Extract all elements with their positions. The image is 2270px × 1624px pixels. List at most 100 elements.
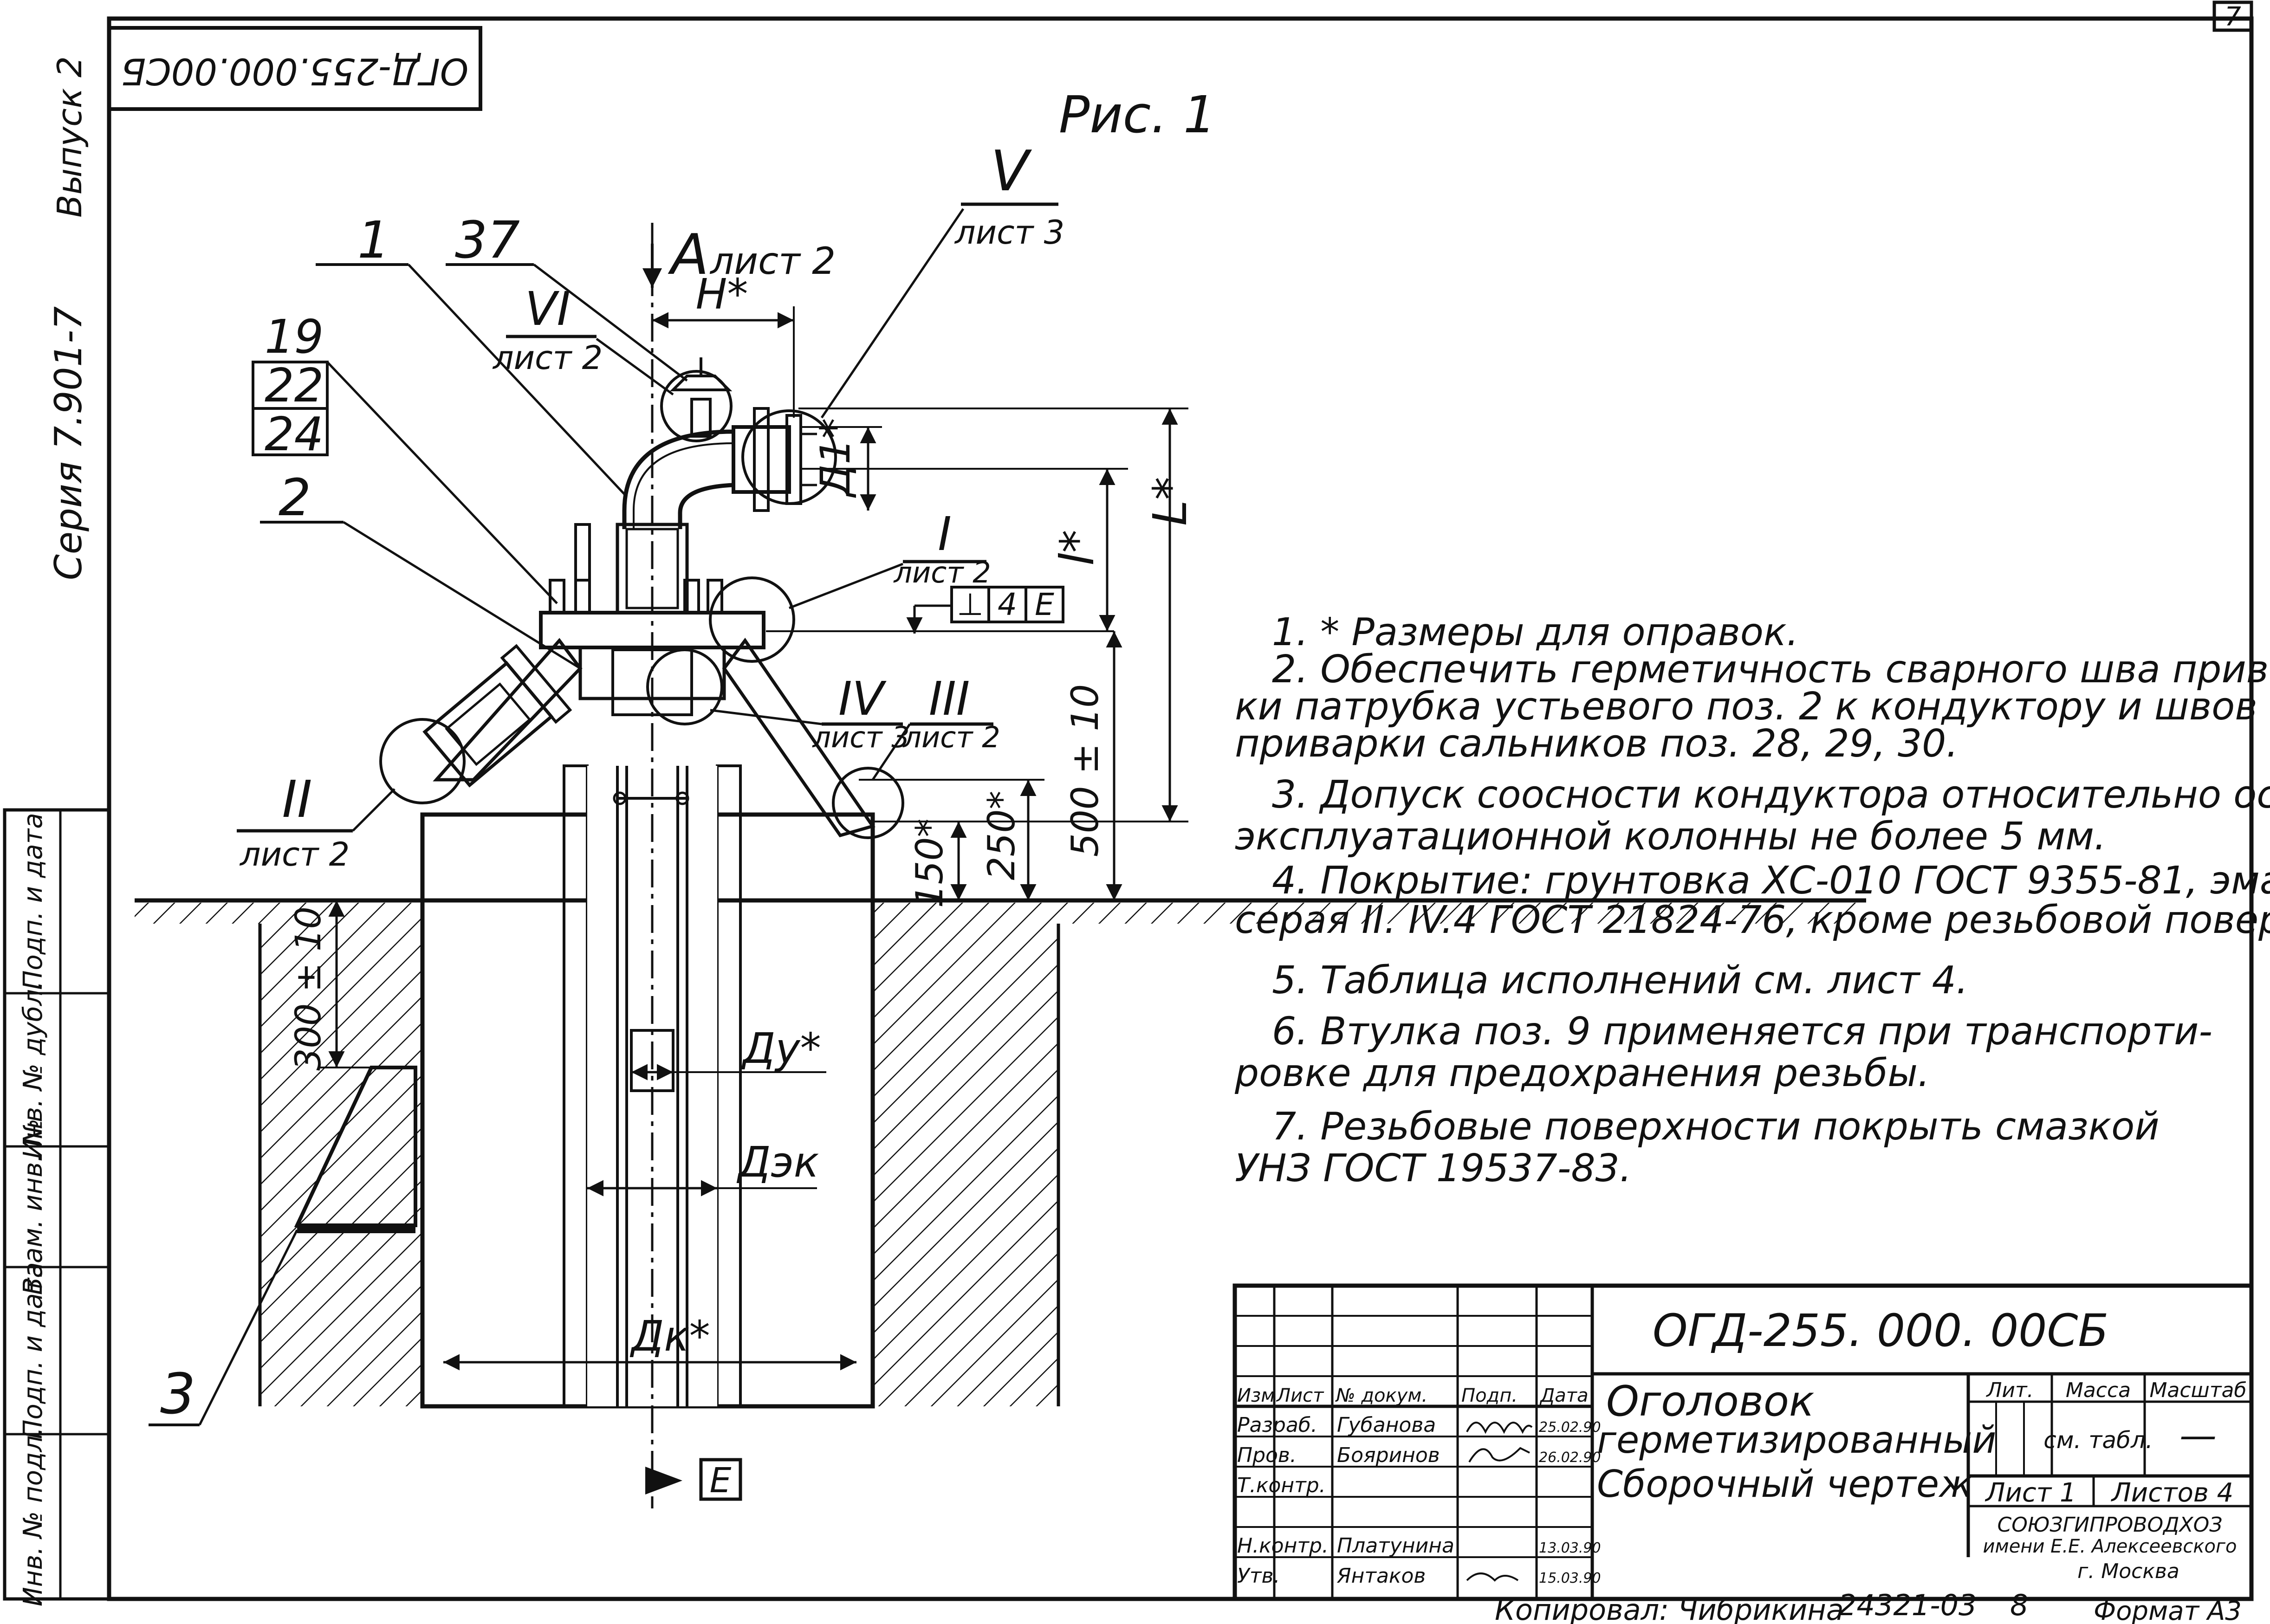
callout-pos-37: 37	[455, 210, 520, 270]
note-line-12: 7. Резьбовые поверхности покрыть смазкой	[1272, 1105, 2160, 1149]
note-line-13: УНЗ ГОСТ 19537-83.	[1235, 1146, 1632, 1191]
title-designation: ОГД-255. 000. 00СБ	[1653, 1305, 2108, 1357]
side-stamp-strip: Подп. и дата Инв. № дубл. Взам. инв. № П…	[3, 808, 111, 1606]
note-line-11: ровке для предохранения резьбы.	[1234, 1051, 1930, 1095]
sheet-no: Лист 1	[1985, 1478, 2076, 1508]
callout-pos-1: 1	[357, 210, 390, 270]
corner-code: ОГД-255.000.00СБ	[121, 50, 469, 92]
row-name-4: Платунина	[1337, 1534, 1454, 1558]
page-number: 8	[2010, 1588, 2028, 1622]
view-iii-roman: III	[929, 672, 970, 726]
title-line-2: герметизированный	[1597, 1418, 1996, 1462]
row-name-1: Губанова	[1337, 1413, 1436, 1437]
hdr-list: Лист	[1276, 1385, 1324, 1406]
dim-h: H*	[696, 270, 748, 319]
figure-label: Рис. 1	[1059, 85, 1216, 144]
org-line-1: СОЮЗГИПРОВОДХОЗ	[1998, 1513, 2223, 1537]
corner-code-box: ОГД-255.000.00СБ	[107, 26, 482, 111]
dim-d1: Д1*	[811, 418, 859, 498]
row-name-5: Янтаков	[1336, 1564, 1426, 1588]
archive-number: 24321-03	[1838, 1588, 1977, 1622]
row-date-5: 15.03.90	[1539, 1570, 1601, 1586]
view-ii-roman: II	[282, 770, 312, 829]
row-date-1: 25.02.90	[1539, 1419, 1601, 1436]
dim-500: 500 ± 10	[1064, 684, 1107, 857]
row-date-4: 13.03.90	[1539, 1540, 1601, 1556]
hdr-doc: № докум.	[1335, 1385, 1427, 1406]
scale-value: —	[2179, 1414, 2217, 1457]
tolerance-frame: ⊥ 4 Е	[766, 586, 1114, 634]
stamp-cell-4: Подп. и дата	[18, 1262, 48, 1439]
dim-l: l*	[1050, 530, 1104, 566]
format-label: Формат А3	[2094, 1596, 2242, 1624]
tolerance-value: 4	[998, 587, 1017, 622]
tolerance-base: Е	[1035, 587, 1054, 622]
hdr-scale: Масштаб	[2149, 1378, 2246, 1402]
callout-pos-3: 3	[160, 1362, 195, 1427]
row-date-2: 26.02.90	[1539, 1449, 1601, 1466]
note-line-8: серая II. IV.4 ГОСТ 21824-76, кроме резь…	[1235, 898, 2270, 942]
view-vi-roman: VI	[525, 282, 571, 336]
view-iv-ref: лист 3	[812, 720, 909, 754]
view-a-letter: А	[668, 223, 709, 287]
stamp-cell-5: Инв. № подл.	[18, 1427, 48, 1606]
copied-by: Копировал: Чибрикина	[1495, 1593, 1844, 1624]
row-role-2: Пров.	[1237, 1443, 1297, 1467]
view-i-roman: I	[938, 507, 952, 561]
callout-pos-22: 22	[265, 358, 324, 413]
row-role-4: Н.контр.	[1237, 1534, 1329, 1558]
note-line-9: 5. Таблица исполнений см. лист 4.	[1272, 958, 1968, 1003]
title-line-1: Оголовок	[1606, 1377, 1814, 1426]
view-v-ref: лист 3	[954, 214, 1064, 252]
callout-pos-2: 2	[279, 468, 311, 527]
callout-pos-19: 19	[265, 310, 324, 364]
stamp-cell-3: Взам. инв. №	[18, 1119, 48, 1295]
sheet-number: 7	[2225, 2, 2241, 32]
callout-pos-24: 24	[265, 407, 324, 461]
hdr-mass: Масса	[2066, 1378, 2131, 1402]
view-a-ref: лист 2	[709, 239, 836, 283]
title-line-3: Сборочный чертеж	[1597, 1462, 1972, 1506]
dim-dk: Дк*	[629, 1312, 710, 1361]
copy-strip: Копировал: Чибрикина 24321-03 8 Формат А…	[1495, 1588, 2242, 1624]
well-casing	[563, 764, 742, 1408]
stamp-cell-2: Инв. № дубл.	[18, 981, 48, 1158]
detail-circles	[379, 370, 904, 839]
stamp-cell-1: Подп. и дата	[18, 813, 48, 990]
dim-300: 300 ± 10	[287, 906, 329, 1071]
view-iv-roman: IV	[838, 672, 887, 726]
row-role-1: Разраб.	[1237, 1413, 1317, 1437]
issue-label: Выпуск 2	[50, 56, 89, 218]
wellhead-body	[422, 357, 876, 838]
hdr-date: Дата	[1539, 1385, 1589, 1406]
technical-notes: 1. * Размеры для оправок. 2. Обеспечить …	[1234, 610, 2270, 1191]
series-label: Серия 7.901-7	[47, 306, 90, 580]
hdr-lit: Лит.	[1985, 1378, 2033, 1402]
dim-150: 150*	[908, 819, 951, 908]
dimensions: H* Д1* l* L* 500 ± 10 250* 150* 300 ± 10…	[287, 270, 1197, 1371]
org-line-2: имени Е.Е. Алексеевского	[1983, 1536, 2237, 1557]
row-role-5: Утв.	[1237, 1564, 1280, 1588]
view-ii-ref: лист 2	[239, 835, 350, 873]
section-e-label: Е	[710, 1461, 732, 1501]
note-line-10: 6. Втулка поз. 9 применяется при транспо…	[1272, 1009, 2212, 1054]
note-line-5: 3. Допуск соосности кондуктора относител…	[1272, 773, 2270, 817]
dim-L: L*	[1143, 477, 1197, 526]
row-name-2: Бояринов	[1337, 1443, 1440, 1467]
title-block: ОГД-255. 000. 00СБ Изм Лист № докум. Под…	[1232, 1283, 2254, 1601]
wall-niche	[294, 1066, 417, 1233]
note-line-4: приварки сальников поз. 28, 29, 30.	[1235, 722, 1958, 766]
dim-dek: Дэк	[736, 1138, 819, 1187]
note-line-7: 4. Покрытие: грунтовка ХС-010 ГОСТ 9355-…	[1272, 859, 2270, 903]
note-line-2: 2. Обеспечить герметичность сварного шва…	[1272, 647, 2270, 692]
view-vi-ref: лист 2	[492, 339, 603, 377]
ground-section	[135, 812, 1866, 1409]
note-line-3: ки патрубка устьевого поз. 2 к кондуктор…	[1235, 685, 2257, 729]
mass-value: см. табл.	[2043, 1427, 2153, 1454]
dim-dy: Ду*	[741, 1024, 821, 1073]
view-i-ref: лист 2	[893, 556, 991, 589]
org-line-3: г. Москва	[2077, 1559, 2179, 1583]
view-v-roman: V	[991, 139, 1032, 204]
dim-250: 250*	[980, 791, 1023, 880]
